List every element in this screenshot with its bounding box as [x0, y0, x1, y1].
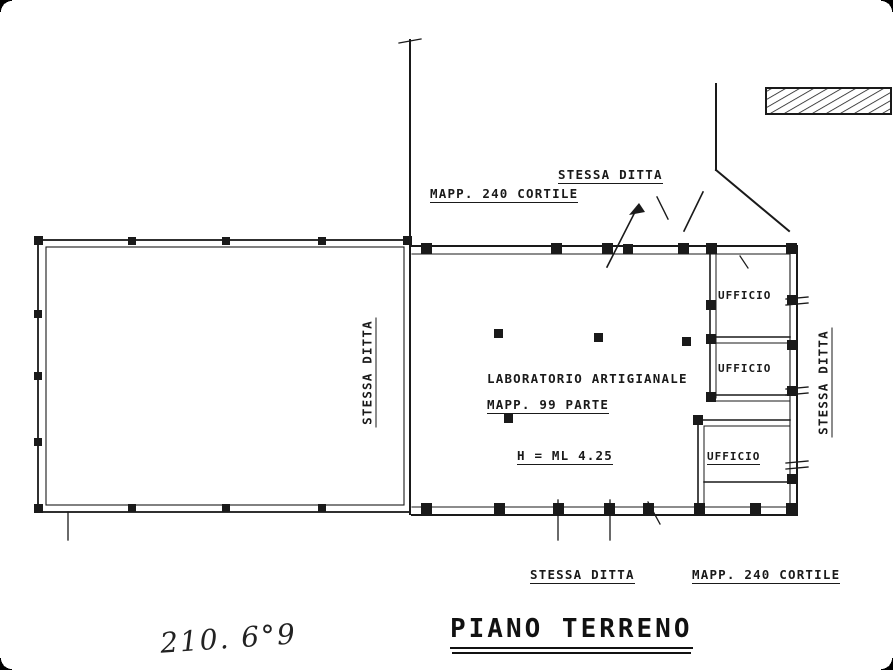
plan-title: PIANO TERRENO: [450, 614, 693, 654]
opening-marks: [557, 296, 809, 541]
annotation-arrow: [605, 203, 645, 269]
staircase-hatch: [765, 87, 892, 115]
scan-corner-top-left: [0, 0, 12, 12]
label-stessa-ditta-top: STESSA DITTA: [558, 167, 663, 184]
label-stessa-ditta-bottom: STESSA DITTA: [530, 567, 635, 584]
label-height-note: H = ML 4.25: [517, 448, 613, 465]
left-building-columns: [34, 236, 412, 513]
label-ufficio-2: UFFICIO: [718, 362, 772, 375]
label-mapp-240-cortile-top: MAPP. 240 CORTILE: [430, 186, 579, 203]
label-mapp-240-cortile-bottom: MAPP. 240 CORTILE: [692, 567, 841, 584]
courtyard-structure: [656, 83, 892, 233]
label-laboratorio-artigianale: LABORATORIO ARTIGIANALE: [487, 371, 688, 386]
label-stessa-ditta-left: STESSA DITTA: [359, 317, 377, 428]
scan-corner-top-right: [881, 0, 893, 12]
label-ufficio-1: UFFICIO: [718, 289, 772, 302]
label-ufficio-3: UFFICIO: [707, 450, 761, 465]
label-stessa-ditta-right: STESSA DITTA: [815, 327, 833, 438]
right-building-columns: [421, 243, 797, 514]
scan-corner-bottom-left: [0, 658, 12, 670]
office-partitions: [697, 253, 791, 508]
label-mapp-99-parte: MAPP. 99 PARTE: [487, 397, 610, 414]
left-building-outline: [37, 239, 411, 541]
scan-corner-bottom-right: [881, 658, 893, 670]
